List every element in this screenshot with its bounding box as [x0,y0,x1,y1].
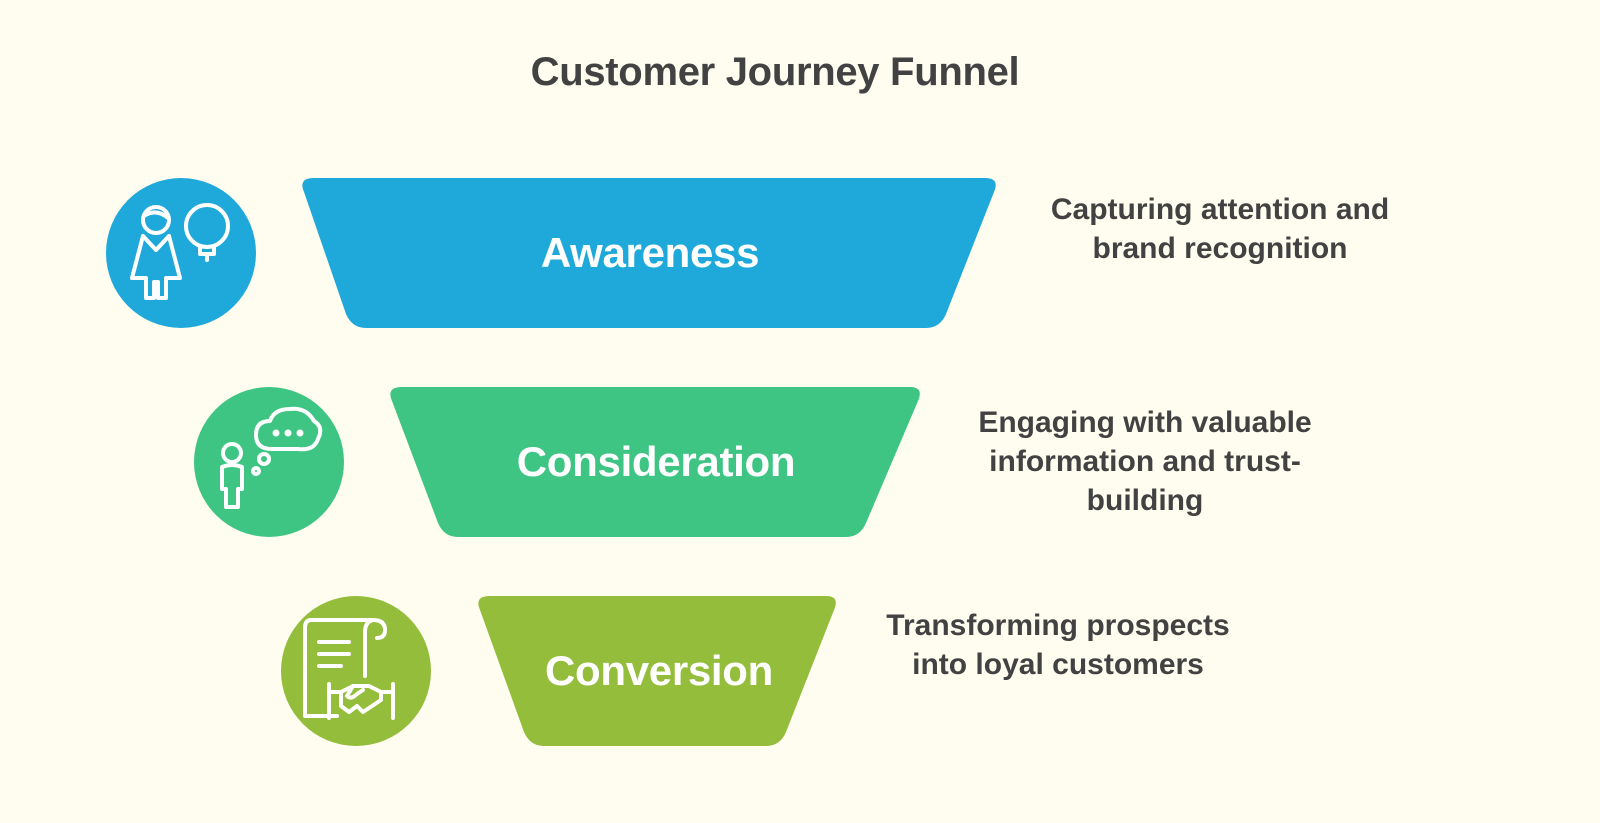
consideration-funnel-band: Consideration [388,387,924,537]
awareness-description: Capturing attention and brand recognitio… [1030,190,1410,268]
person-thinking-bubble-icon [220,406,323,509]
person-with-lightbulb-icon [130,203,230,300]
consideration-description-line-1: Engaging with valuable [978,406,1312,439]
contract-handshake-icon [303,618,395,720]
conversion-icon-circle [281,596,431,746]
conversion-description: Transforming prospects into loyal custom… [868,606,1248,684]
conversion-band-shape [478,596,836,746]
awareness-icon-circle [106,178,256,328]
consideration-description-line-3: building [1086,484,1204,517]
consideration-description-line-2: information and trust- [989,445,1301,478]
awareness-description-line-1: Capturing attention and [1050,193,1390,226]
conversion-funnel-band: Conversion [476,596,842,746]
consideration-label: Consideration [516,438,796,485]
awareness-label: Awareness [540,229,760,276]
conversion-description-line-2: into loyal customers [912,648,1204,681]
awareness-description-line-2: brand recognition [1092,232,1348,265]
consideration-band-shape [390,387,920,537]
conversion-description-line-1: Transforming prospects [886,609,1230,642]
awareness-funnel-band: Awareness [300,178,1000,328]
consideration-icon-circle [194,387,344,537]
page-title: Customer Journey Funnel [530,50,1020,94]
conversion-label: Conversion [544,647,774,694]
consideration-description: Engaging with valuable information and t… [955,403,1335,520]
awareness-band-shape [302,178,996,328]
